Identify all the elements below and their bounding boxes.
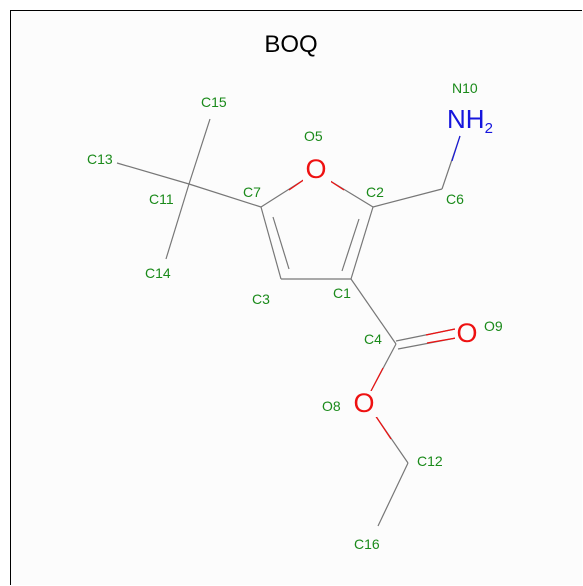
label-c12: C12 — [417, 453, 443, 469]
label-o5: O5 — [304, 128, 323, 144]
bond-c6-n10-blue — [451, 135, 461, 162]
label-c14: C14 — [145, 265, 171, 281]
label-c15: C15 — [201, 94, 227, 110]
label-o8: O8 — [322, 398, 341, 414]
molecule-diagram: BOQ O O O NH2 — [87, 31, 503, 552]
bond-c3-c7-inner — [272, 216, 290, 270]
bond-c2-c6 — [372, 188, 443, 208]
label-o9: O9 — [484, 318, 503, 334]
bond-c11-c14 — [165, 183, 190, 260]
bond-c4-o8-red — [370, 367, 384, 392]
bond-c12-c16 — [377, 462, 409, 527]
bond-o8-c12-red — [374, 414, 392, 440]
label-c13: C13 — [87, 151, 113, 167]
label-c1: C1 — [333, 285, 351, 301]
atom-o5-symbol: O — [305, 154, 326, 184]
o5-mask — [303, 159, 331, 185]
label-n10: N10 — [452, 80, 478, 96]
bond-c7-o5-red — [288, 178, 306, 191]
molecule-title: BOQ — [264, 31, 317, 58]
atom-n10-symbol: NH2 — [447, 104, 493, 137]
atom-n10-main: NH — [447, 104, 485, 134]
label-c3: C3 — [252, 291, 270, 307]
label-c11: C11 — [149, 191, 174, 207]
atom-o8-symbol: O — [353, 388, 374, 418]
label-c2: C2 — [366, 184, 384, 200]
atom-o9-symbol: O — [456, 318, 477, 348]
bond-c3-c7 — [260, 206, 282, 280]
bond-c11-c13 — [116, 162, 190, 185]
bond-c7-c11 — [188, 183, 262, 208]
bond-c11-c15 — [188, 118, 211, 185]
bond-c1-c4 — [350, 278, 397, 345]
bond-c4-o9-red-b — [426, 337, 457, 344]
bond-c2-c1-inner — [341, 218, 360, 272]
o8-mask — [351, 391, 377, 417]
bond-c2-c1 — [350, 206, 374, 280]
atom-n10-subscript: 2 — [485, 120, 493, 137]
o9-mask — [455, 321, 481, 347]
label-c16: C16 — [354, 536, 380, 552]
molecule-viewer: BOQ O O O NH2 — [10, 10, 582, 585]
label-c7: C7 — [243, 184, 261, 200]
label-c6: C6 — [446, 191, 464, 207]
label-c4: C4 — [364, 331, 382, 347]
bond-c4-o9-red-a — [425, 328, 456, 336]
